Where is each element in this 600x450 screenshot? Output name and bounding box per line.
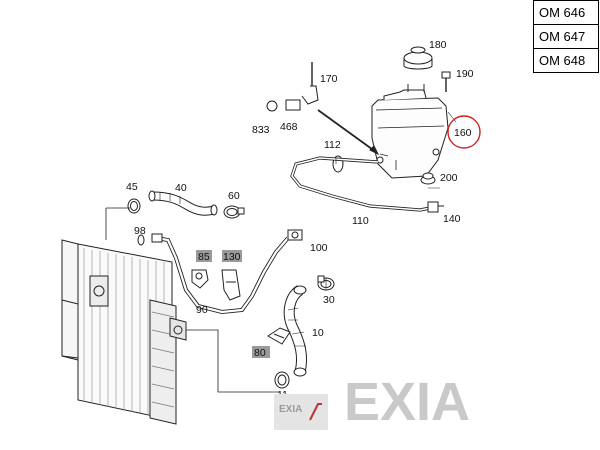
engine-code-cell: OM 647 [533, 24, 599, 49]
engine-code-table: OM 646 OM 647 OM 648 [533, 0, 599, 73]
engine-code-cell: OM 648 [533, 48, 599, 73]
clip-140 [427, 201, 444, 213]
seal-ring-45 [127, 198, 141, 214]
watermark-mini-text: EXIA [279, 404, 302, 415]
clamp-60 [223, 205, 245, 219]
part-label-170: 170 [320, 73, 338, 85]
level-sensor-170 [266, 62, 319, 112]
radiator [61, 239, 187, 425]
watermark-logo: EXIA [344, 372, 470, 432]
part-label-60: 60 [228, 190, 240, 202]
part-label-140: 140 [443, 213, 461, 225]
watermark: EXIA EXIA [274, 372, 470, 432]
part-label-10: 10 [312, 327, 324, 339]
line-110 [290, 156, 431, 212]
seal-ring-11 [274, 371, 290, 389]
part-label-100: 100 [310, 242, 328, 254]
hose-10 [283, 285, 308, 377]
part-label-85: 85 [198, 251, 210, 263]
part-label-180: 180 [429, 39, 447, 51]
part-label-45: 45 [126, 181, 138, 193]
connector-100 [287, 229, 303, 241]
part-label-40: 40 [175, 182, 187, 194]
part-label-160: 160 [454, 127, 472, 139]
badge-85 [196, 250, 212, 262]
grommet-200 [420, 172, 436, 185]
expansion-tank [371, 84, 449, 179]
screw-190 [441, 71, 451, 92]
part-label-130: 130 [223, 251, 241, 263]
part-label-112: 112 [324, 139, 341, 151]
part-label-468: 468 [280, 121, 298, 133]
seal-ring-112 [332, 155, 344, 173]
sensor-85 [191, 269, 209, 289]
badge-130 [222, 250, 242, 262]
part-label-200: 200 [440, 172, 458, 184]
part-label-190: 190 [456, 68, 474, 80]
part-label-90: 90 [196, 304, 208, 316]
part-label-110: 110 [352, 215, 369, 227]
badge-80 [252, 346, 270, 358]
highlight-circle [447, 115, 481, 149]
seal-ring-98 [137, 234, 145, 246]
part-label-80: 80 [254, 347, 266, 359]
part-label-98: 98 [134, 225, 146, 237]
bracket-130 [221, 269, 241, 301]
part-label-30: 30 [323, 294, 335, 306]
watermark-mini-logo [274, 394, 328, 430]
part-label-833: 833 [252, 124, 270, 136]
engine-code-cell: OM 646 [533, 0, 599, 25]
hose-40 [148, 190, 218, 216]
cap-180 [403, 46, 433, 70]
bracket-80 [267, 327, 291, 345]
hose-90 [151, 233, 290, 315]
